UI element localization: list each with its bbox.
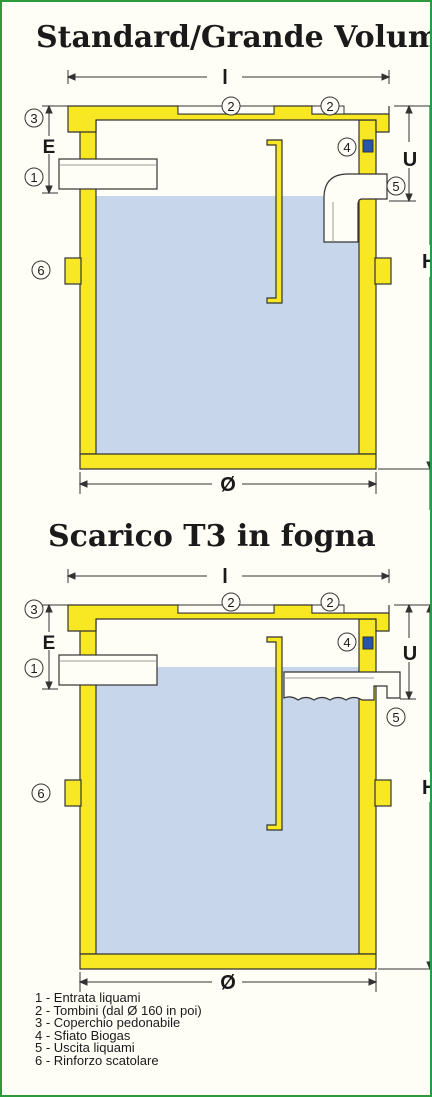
callout-2b: 2 [320, 96, 340, 116]
baffle [266, 139, 283, 304]
legend-item: 2 - Tombini (dal Ø 160 in poi) [35, 1002, 202, 1018]
svg-text:2: 2 [326, 595, 333, 610]
svg-text:3: 3 [30, 602, 37, 617]
callout-2a: 2 [221, 96, 241, 116]
svg-text:5: 5 [392, 179, 399, 194]
svg-text:4: 4 [343, 635, 350, 650]
reinforcement-left [64, 779, 82, 807]
dimension-e-label: E [43, 633, 56, 654]
callout-6: 6 [31, 260, 51, 280]
tank-diagram-t3: l E U H [24, 566, 430, 994]
callout-2a: 2 [221, 592, 241, 612]
biogas-vent [362, 139, 374, 153]
callout-1: 1 [24, 658, 44, 678]
callout-5: 5 [386, 176, 406, 196]
tank-wall-right [358, 119, 377, 455]
dimension-diameter [78, 972, 378, 992]
dimension-u [394, 603, 430, 701]
dimension-u-label: U [403, 643, 417, 665]
svg-text:6: 6 [37, 786, 44, 801]
tank-bottom [79, 953, 377, 970]
dimension-e [42, 603, 68, 691]
dimension-u-label: U [403, 149, 417, 171]
legend-item: 6 - Rinforzo scatolare [35, 1052, 159, 1068]
svg-text:4: 4 [343, 140, 350, 155]
inlet-pipe [58, 654, 158, 686]
baffle [266, 636, 283, 831]
dimension-h [378, 603, 430, 971]
svg-text:1: 1 [30, 661, 37, 676]
reinforcement-right [374, 257, 392, 285]
callout-1: 1 [24, 167, 44, 187]
legend-item: 5 - Uscita liquami [35, 1040, 135, 1056]
callout-5: 5 [386, 707, 406, 727]
callout-3: 3 [24, 599, 44, 619]
dimension-diameter [78, 472, 378, 494]
dimension-l [66, 70, 391, 84]
callout-6: 6 [31, 783, 51, 803]
liquid-fill [93, 667, 363, 957]
svg-text:2: 2 [227, 99, 234, 114]
callout-2b: 2 [320, 592, 340, 612]
diagram-title-standard: Standard/Grande Volume [36, 20, 432, 55]
tank-diagram-standard: l E U H [24, 67, 430, 510]
legend-item: 3 - Coperchio pedonabile [35, 1015, 181, 1031]
tank-wall-right [358, 618, 377, 955]
dimension-h-label: H [422, 777, 430, 799]
dimension-e [42, 104, 68, 195]
biogas-vent [362, 636, 374, 650]
svg-text:6: 6 [37, 263, 44, 278]
svg-text:2: 2 [326, 99, 333, 114]
diagram-title-t3: Scarico T3 in fogna [48, 519, 376, 554]
dimension-diameter-label: Ø [220, 474, 236, 496]
svg-text:2: 2 [227, 595, 234, 610]
outlet-pipe [283, 671, 401, 701]
callout-4: 4 [337, 137, 357, 157]
svg-text:5: 5 [392, 710, 399, 725]
svg-text:3: 3 [30, 111, 37, 126]
reinforcement-left [64, 257, 82, 285]
reinforcement-right [374, 779, 392, 807]
liquid-fill [93, 196, 363, 458]
dimension-u [389, 104, 430, 203]
legend-item: 4 - Sfiato Biogas [35, 1027, 131, 1043]
legend: 1 - Entrata liquami 2 - Tombini (dal Ø 1… [35, 990, 202, 1068]
tank-bottom [79, 453, 377, 470]
dimension-diameter-label: Ø [220, 972, 236, 994]
dimension-h [378, 106, 430, 510]
svg-text:1: 1 [30, 170, 37, 185]
outlet-elbow [323, 173, 388, 243]
dimension-l [66, 569, 391, 583]
callout-3: 3 [24, 108, 44, 128]
inlet-pipe [58, 158, 158, 190]
dimension-l-label: l [222, 67, 228, 89]
dimension-e-label: E [43, 137, 56, 158]
legend-item: 1 - Entrata liquami [35, 990, 141, 1005]
dimension-l-label: l [222, 566, 228, 588]
dimension-h-label: H [422, 251, 430, 273]
callout-4: 4 [337, 632, 357, 652]
